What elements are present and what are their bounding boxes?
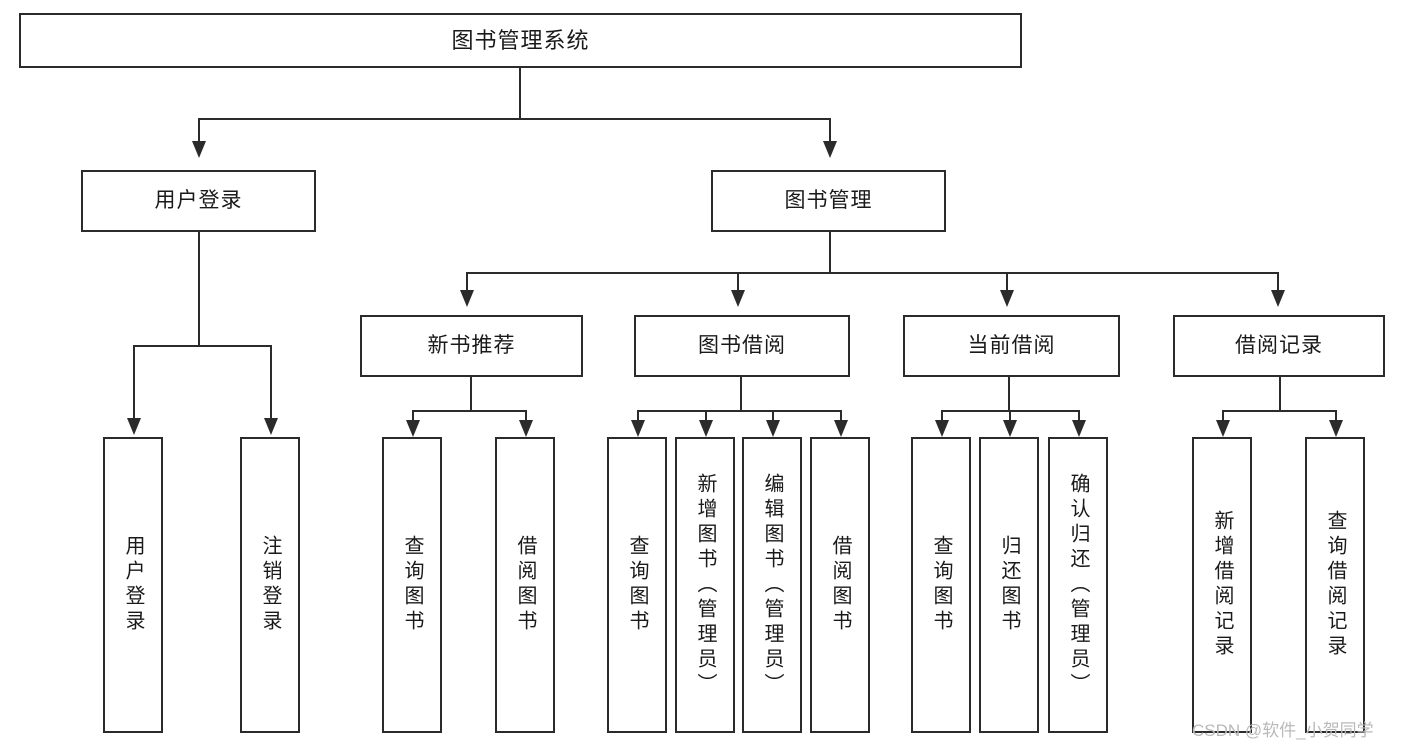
- leaf-label: 编辑图书（管理员）: [761, 472, 783, 698]
- arrowhead-current-borrow-leaf3: [1072, 420, 1086, 437]
- connector-borrow-record-leaf1: [1222, 410, 1224, 422]
- node-book-management[interactable]: 图书管理: [711, 170, 946, 232]
- leaf-current-borrow-query-book[interactable]: 查询图书: [911, 437, 971, 733]
- connector-borrow-record-leaf2: [1335, 410, 1337, 422]
- connector-new-book-leaf1: [412, 410, 414, 422]
- arrowhead-book-borrow-leaf2: [699, 420, 713, 437]
- arrowhead-user-login-leaf1: [127, 418, 141, 435]
- connector-book-borrow-leaf1: [637, 410, 639, 422]
- connector-new-book-leaf2: [525, 410, 527, 422]
- connector-new-book-bus: [412, 410, 527, 412]
- node-current-borrow[interactable]: 当前借阅: [903, 315, 1120, 377]
- arrowhead-current-borrow-leaf1: [935, 420, 949, 437]
- arrowhead-borrow-record-leaf2: [1329, 420, 1343, 437]
- leaf-current-borrow-confirm-return[interactable]: 确认归还（管理员）: [1048, 437, 1108, 733]
- node-book-borrow[interactable]: 图书借阅: [634, 315, 850, 377]
- arrowhead-book-borrow: [731, 290, 745, 307]
- leaf-new-book-query-book[interactable]: 查询图书: [382, 437, 442, 733]
- connector-root-stem: [519, 68, 521, 120]
- leaf-book-borrow-add-book[interactable]: 新增图书（管理员）: [675, 437, 735, 733]
- arrowhead-borrow-record-leaf1: [1216, 420, 1230, 437]
- connector-current-borrow-leaf1: [941, 410, 943, 422]
- leaf-label: 新增图书（管理员）: [694, 472, 716, 698]
- arrowhead-new-book: [460, 290, 474, 307]
- leaf-label: 用户登录: [122, 535, 144, 635]
- node-label: 当前借阅: [967, 333, 1056, 357]
- leaf-book-borrow-query-book[interactable]: 查询图书: [607, 437, 667, 733]
- leaf-borrow-record-query-record[interactable]: 查询借阅记录: [1305, 437, 1365, 733]
- connector-to-user-login: [198, 118, 200, 143]
- connector-to-book-manage: [829, 118, 831, 143]
- arrowhead-book-manage: [823, 141, 837, 158]
- arrowhead-current-borrow: [1000, 290, 1014, 307]
- leaf-label: 新增借阅记录: [1211, 510, 1233, 660]
- arrowhead-book-borrow-leaf3: [766, 420, 780, 437]
- connector-user-login-leaf1: [133, 345, 135, 420]
- node-borrow-record[interactable]: 借阅记录: [1173, 315, 1385, 377]
- leaf-borrow-record-add-record[interactable]: 新增借阅记录: [1192, 437, 1252, 733]
- connector-current-borrow-leaf2: [1009, 410, 1011, 422]
- leaf-label: 借阅图书: [829, 535, 851, 635]
- connector-current-borrow-stem: [1008, 377, 1010, 412]
- connector-book-borrow-bus: [637, 410, 842, 412]
- leaf-label: 查询图书: [401, 535, 423, 635]
- arrowhead-user-login-leaf2: [264, 418, 278, 435]
- arrowhead-borrow-record: [1271, 290, 1285, 307]
- node-root-system[interactable]: 图书管理系统: [19, 13, 1022, 68]
- node-label: 用户登录: [154, 188, 243, 212]
- connector-book-borrow-leaf2: [705, 410, 707, 422]
- leaf-label: 确认归还（管理员）: [1067, 472, 1089, 698]
- leaf-user-login-login[interactable]: 用户登录: [103, 437, 163, 733]
- leaf-label: 注销登录: [259, 535, 281, 635]
- csdn-watermark: CSDN @软件_小贺同学: [1192, 721, 1374, 740]
- connector-to-book-borrow: [737, 272, 739, 292]
- connector-level3-bus: [466, 272, 1279, 274]
- leaf-label: 查询图书: [626, 535, 648, 635]
- connector-book-manage-stem: [829, 232, 831, 274]
- connector-root-bus: [198, 118, 831, 120]
- leaf-label: 借阅图书: [514, 535, 536, 635]
- connector-user-login-bus: [133, 345, 272, 347]
- arrowhead-book-borrow-leaf1: [631, 420, 645, 437]
- connector-current-borrow-leaf3: [1078, 410, 1080, 422]
- connector-to-borrow-record: [1277, 272, 1279, 292]
- node-user-login[interactable]: 用户登录: [81, 170, 316, 232]
- node-label: 图书管理系统: [451, 27, 590, 53]
- leaf-current-borrow-return-book[interactable]: 归还图书: [979, 437, 1039, 733]
- leaf-user-login-logout[interactable]: 注销登录: [240, 437, 300, 733]
- connector-book-borrow-leaf3: [772, 410, 774, 422]
- leaf-book-borrow-borrow-book[interactable]: 借阅图书: [810, 437, 870, 733]
- connector-to-new-book: [466, 272, 468, 292]
- connector-borrow-record-bus: [1222, 410, 1337, 412]
- node-label: 借阅记录: [1235, 333, 1323, 357]
- leaf-book-borrow-edit-book[interactable]: 编辑图书（管理员）: [742, 437, 802, 733]
- node-label: 图书管理: [784, 188, 873, 212]
- connector-book-borrow-stem: [740, 377, 742, 412]
- node-label: 新书推荐: [427, 333, 516, 357]
- arrowhead-user-login: [192, 141, 206, 158]
- node-new-book-recommend[interactable]: 新书推荐: [360, 315, 583, 377]
- arrowhead-new-book-leaf2: [519, 420, 533, 437]
- leaf-new-book-borrow-book[interactable]: 借阅图书: [495, 437, 555, 733]
- node-label: 图书借阅: [698, 333, 786, 357]
- connector-new-book-stem: [470, 377, 472, 412]
- connector-user-login-leaf2: [270, 345, 272, 420]
- arrowhead-new-book-leaf1: [406, 420, 420, 437]
- arrowhead-book-borrow-leaf4: [834, 420, 848, 437]
- connector-to-current-borrow: [1006, 272, 1008, 292]
- leaf-label: 归还图书: [998, 535, 1020, 635]
- leaf-label: 查询借阅记录: [1324, 510, 1346, 660]
- arrowhead-current-borrow-leaf2: [1003, 420, 1017, 437]
- connector-user-login-stem: [198, 232, 200, 347]
- leaf-label: 查询图书: [930, 535, 952, 635]
- connector-borrow-record-stem: [1279, 377, 1281, 412]
- connector-book-borrow-leaf4: [840, 410, 842, 422]
